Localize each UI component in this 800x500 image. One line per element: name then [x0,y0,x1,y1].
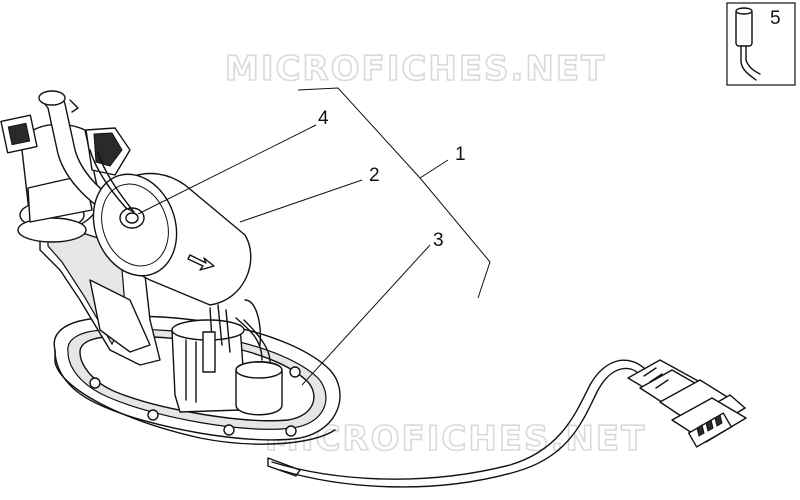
callout-5: 5 [770,8,781,29]
callout-2: 2 [369,165,380,186]
callout-3: 3 [433,230,444,251]
fuel-sender-plug-icon [735,7,761,81]
inset-part-5: 5 [726,2,796,86]
electrical-connector [627,359,747,448]
leader-lines [137,87,491,386]
wire-harness [267,359,649,488]
flow-direction-arrow-icon [187,254,215,271]
callout-1: 1 [455,144,466,165]
watermark-top: MICROFICHES.NET [225,49,606,89]
callout-4: 4 [318,108,329,129]
fuel-pump-body [0,114,131,243]
sender-housing [171,299,283,416]
fuel-filter [89,149,252,306]
